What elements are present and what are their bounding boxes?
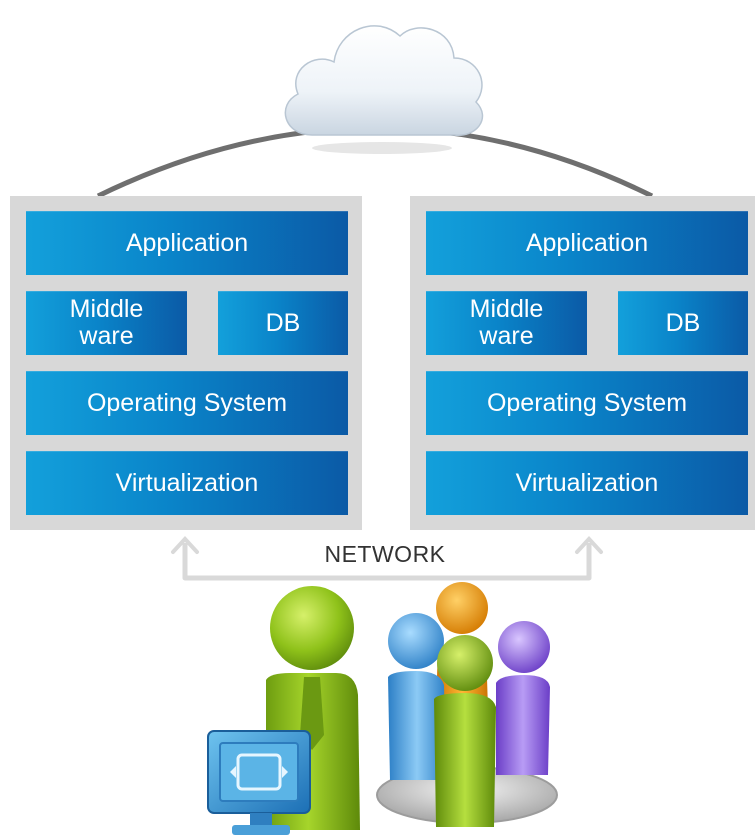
operating-system-block: Operating System [26,371,348,435]
middleware-block: Middle ware [26,291,187,355]
operating-system-label: Operating System [486,388,688,417]
operating-system-block: Operating System [426,371,748,435]
db-block: DB [218,291,348,355]
cloud-icon [284,25,484,154]
user-group-icon [376,582,558,827]
application-label: Application [525,228,649,257]
virtualization-block: Virtualization [426,451,748,515]
db-block: DB [618,291,748,355]
db-label: DB [265,308,301,337]
stack-left: Application Middle ware DB Operating Sys… [10,196,362,530]
virtualization-block: Virtualization [26,451,348,515]
middleware-label: Middle ware [469,295,544,350]
application-label: Application [125,228,249,257]
user-with-monitor-icon [207,586,360,835]
db-label: DB [665,308,701,337]
middleware-label: Middle ware [69,295,144,350]
virtualization-label: Virtualization [515,468,659,497]
application-block: Application [26,211,348,275]
application-block: Application [426,211,748,275]
middleware-block: Middle ware [426,291,587,355]
stack-right: Application Middle ware DB Operating Sys… [410,196,755,530]
virtualization-label: Virtualization [115,468,259,497]
operating-system-label: Operating System [86,388,288,417]
network-label: NETWORK [324,541,446,567]
